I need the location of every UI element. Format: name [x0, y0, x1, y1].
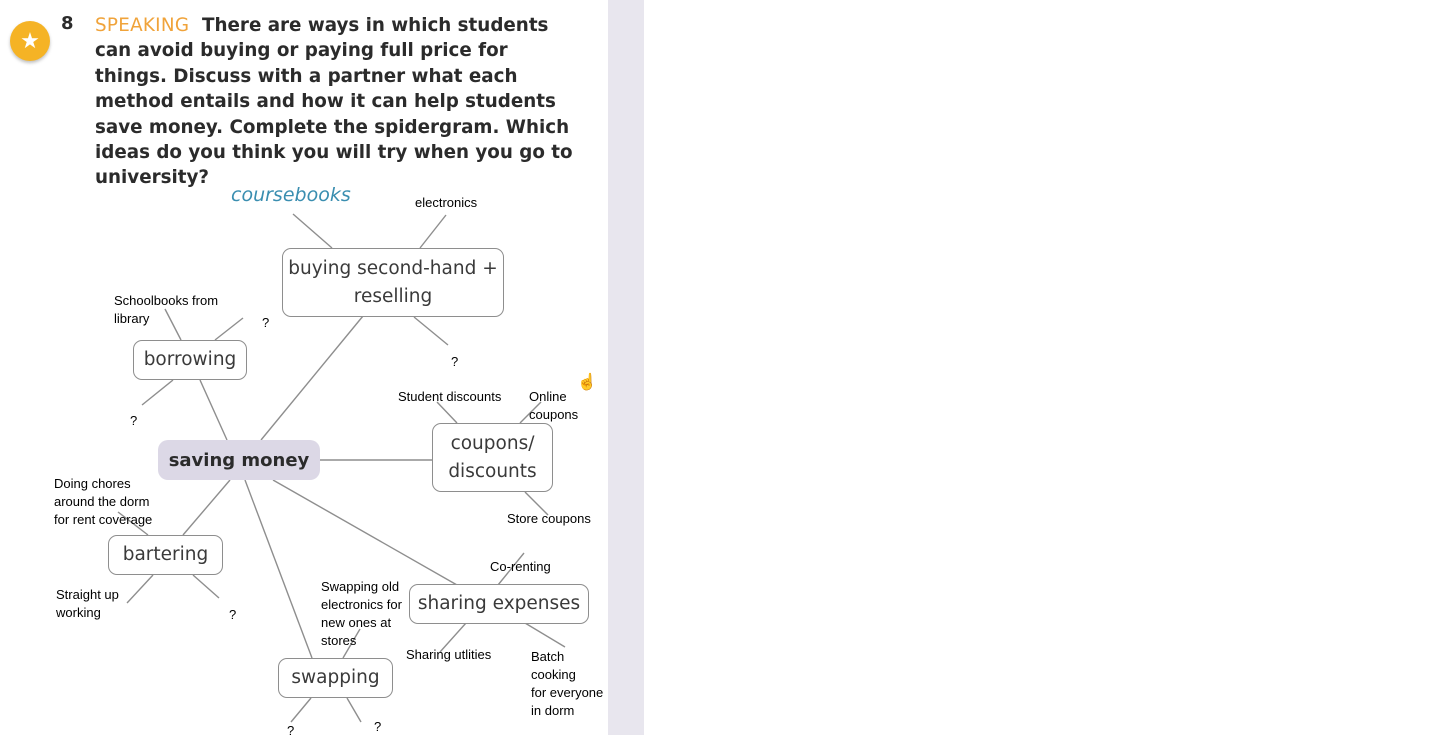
exercise-number: 8 — [61, 13, 74, 34]
annotation-student-discounts: Student discounts — [398, 389, 502, 404]
connector-schoolbooks — [164, 308, 182, 341]
annotation-chores: Doing chores around the dorm for rent co… — [54, 476, 153, 527]
page-edge-strip — [608, 0, 644, 735]
connector-sharing-utilities — [439, 622, 467, 653]
exercise-instruction: SPEAKING There are ways in which student… — [95, 13, 585, 191]
connector-buying-q — [413, 316, 449, 346]
connector-swapping-q2 — [346, 697, 362, 723]
connector-student-discounts — [436, 401, 458, 424]
connector-chores — [117, 511, 149, 536]
annotation-borrowing-question-1: ? — [262, 315, 270, 330]
annotation-swapping-question-2: ? — [374, 719, 382, 734]
connector-store-coupons — [524, 491, 549, 516]
connector-borrowing-q2 — [141, 379, 174, 406]
branch-coupons-discounts: coupons/ discounts — [432, 423, 553, 492]
connector-center-bartering — [182, 479, 231, 536]
annotation-sharing-utilities: Sharing utlities — [406, 647, 492, 662]
connector-center-borrowing — [199, 379, 228, 441]
annotation-swapping-electronics: Swapping old electronics for new ones at… — [321, 579, 402, 648]
speaking-heading: SPEAKING — [95, 15, 190, 36]
star-badge: ★ — [10, 21, 50, 61]
annotation-batch-cooking: Batch cooking for everyone in dorm — [531, 649, 604, 718]
connector-center-swapping — [244, 479, 313, 659]
connector-electronics — [419, 214, 447, 249]
annotation-store-coupons: Store coupons — [507, 511, 591, 526]
connector-batch-cooking — [524, 622, 566, 648]
annotation-swapping-question-1: ? — [287, 723, 295, 735]
worksheet-page: ★ 8 SPEAKING There are ways in which stu… — [0, 0, 608, 735]
annotation-bartering-question: ? — [229, 607, 237, 622]
connector-center-sharing — [272, 479, 458, 586]
connector-straight-working — [126, 574, 154, 604]
connector-bartering-q — [192, 574, 220, 599]
annotation-buying-question: ? — [451, 354, 459, 369]
annotation-co-renting: Co-renting — [490, 559, 551, 574]
connector-swapping-q1 — [290, 697, 312, 723]
connector-co-renting — [497, 552, 525, 586]
annotation-electronics: electronics — [415, 195, 478, 210]
branch-bartering: bartering — [108, 535, 223, 575]
annotation-online-coupons: Online coupons — [529, 389, 579, 422]
instruction-text: There are ways in which students can avo… — [95, 15, 573, 189]
branch-buying-second-hand: buying second-hand + reselling — [282, 248, 504, 317]
connector-borrowing-q1 — [214, 317, 244, 341]
connector-coursebooks — [292, 213, 333, 249]
connector-center-buying — [260, 315, 364, 441]
star-icon: ★ — [20, 28, 40, 53]
center-node: saving money — [158, 440, 320, 480]
annotation-borrowing-question-2: ? — [130, 413, 138, 428]
connector-swapping-electronics — [342, 628, 361, 659]
branch-borrowing: borrowing — [133, 340, 247, 380]
annotation-schoolbooks: Schoolbooks from library — [114, 293, 219, 326]
hand-cursor-icon: ☝ — [577, 374, 597, 391]
annotation-straight-working: Straight up working — [56, 587, 119, 620]
example-coursebooks: coursebooks — [231, 184, 351, 206]
connector-online-coupons — [519, 401, 542, 424]
branch-sharing-expenses: sharing expenses — [409, 584, 589, 624]
blank-canvas-area — [644, 0, 1450, 735]
spidergram-connectors — [117, 213, 566, 723]
branch-swapping: swapping — [278, 658, 393, 698]
